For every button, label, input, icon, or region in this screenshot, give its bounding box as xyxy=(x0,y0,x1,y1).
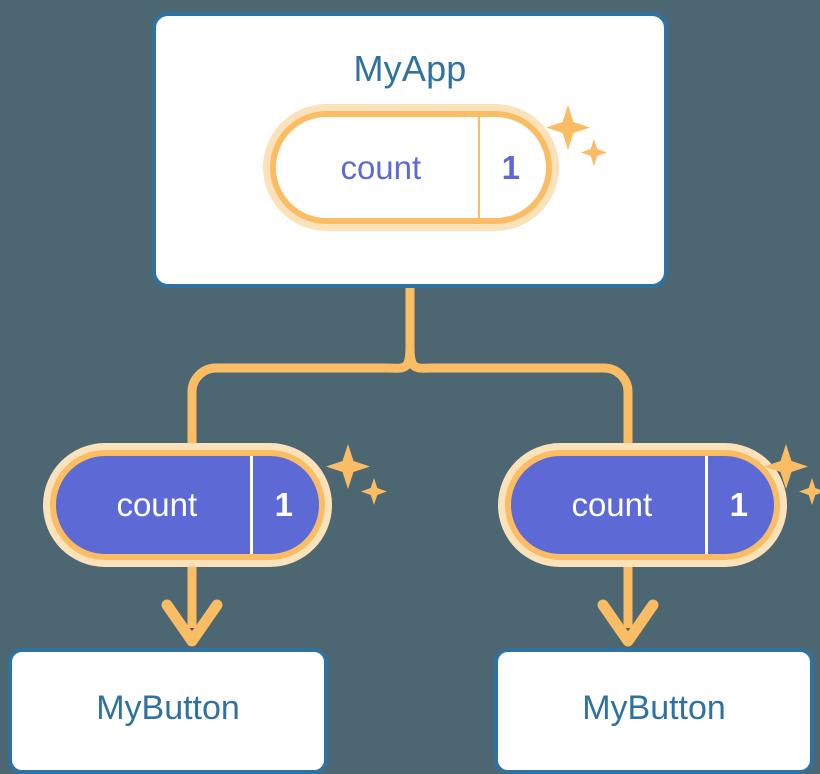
arrow-down-icon-right xyxy=(597,599,659,647)
leaf-card-label: MyButton xyxy=(96,688,240,727)
sparkle-small xyxy=(361,478,387,505)
signal-pill-value-cell: 1 xyxy=(477,117,546,218)
signal-pill-app[interactable]: count 1 xyxy=(270,111,552,224)
sparkle-small xyxy=(799,478,820,505)
leaf-card-mybutton-left: MyButton xyxy=(8,648,328,774)
signal-key-label: count xyxy=(571,486,653,523)
signal-value-label: 1 xyxy=(501,148,520,186)
sparkle-large xyxy=(326,444,370,489)
connector-branch-left xyxy=(187,341,415,457)
signal-value-label: 1 xyxy=(729,486,748,523)
sparkle-icon-child-left xyxy=(326,444,387,505)
signal-pill-body[interactable]: count 1 xyxy=(505,450,780,560)
signal-pill-value-cell: 1 xyxy=(704,456,774,554)
arrow-down-icon-left xyxy=(161,599,223,647)
signal-value-label: 1 xyxy=(274,486,293,523)
signal-key-label: count xyxy=(116,486,198,523)
leaf-card-mybutton-right: MyButton xyxy=(494,648,814,774)
signal-pill-key-cell: count xyxy=(511,456,705,554)
signal-pill-value-cell: 1 xyxy=(249,456,319,554)
connector-branch-right xyxy=(405,341,633,457)
leaf-card-label: MyButton xyxy=(582,688,726,727)
signal-key-label: count xyxy=(340,148,422,186)
signal-pill-body[interactable]: count 1 xyxy=(50,450,325,560)
signal-pill-body[interactable]: count 1 xyxy=(270,111,552,224)
page-title: MyApp xyxy=(353,48,467,89)
signal-pill-child-left[interactable]: count 1 xyxy=(50,450,325,560)
signal-pill-key-cell: count xyxy=(276,117,478,218)
signal-pill-key-cell: count xyxy=(56,456,250,554)
signal-pill-child-right[interactable]: count 1 xyxy=(505,450,780,560)
